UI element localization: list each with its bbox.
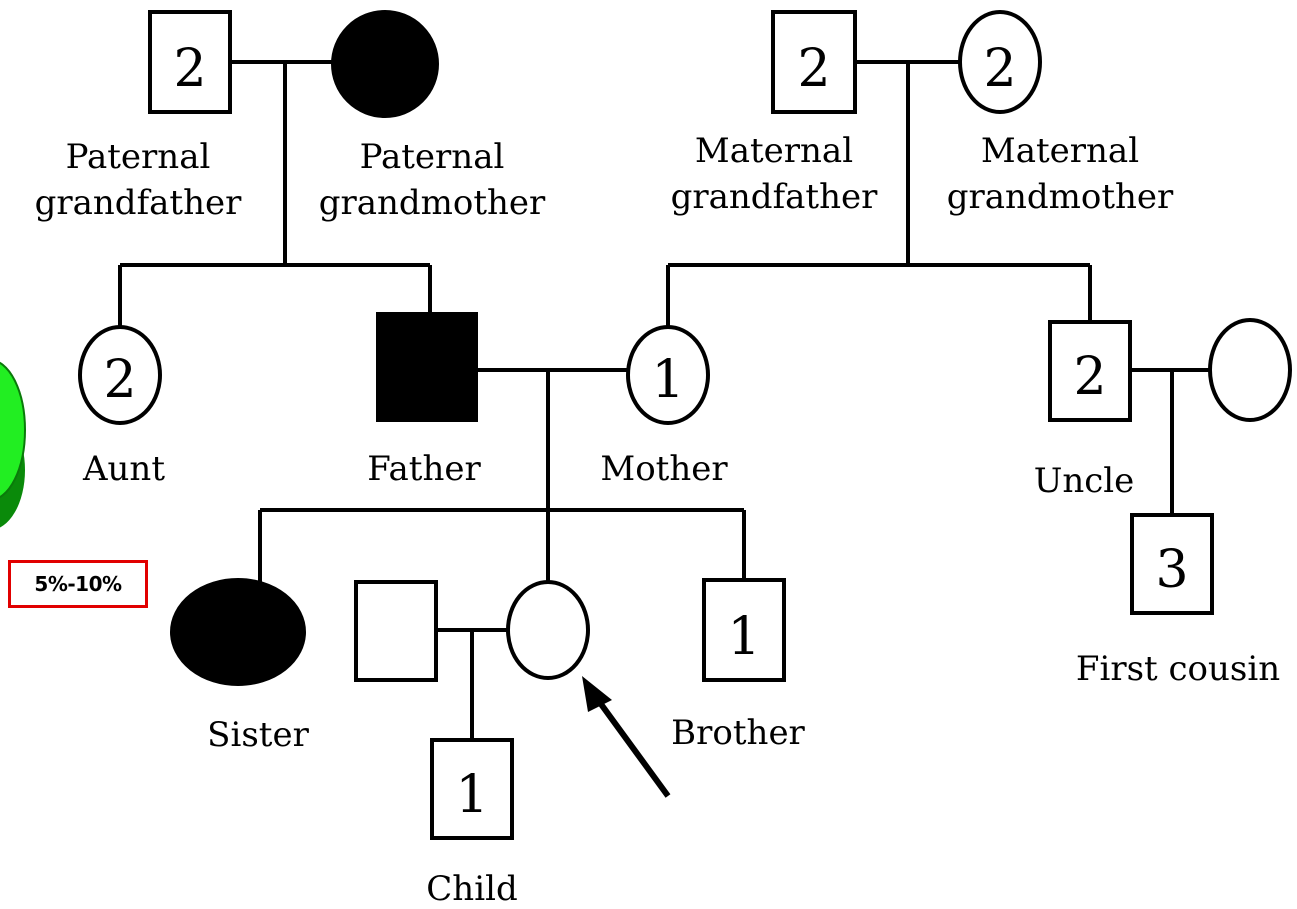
child-count: 1 <box>455 765 488 825</box>
green-cylinder-shape <box>0 361 26 528</box>
brother: 1 Brother <box>671 578 806 753</box>
aunt-label: Aunt <box>82 449 165 489</box>
paternal-grandmother-label-1: Paternal <box>360 137 505 177</box>
child-label: Child <box>426 869 517 909</box>
paternal-grandfather: 2 Paternal grandfather <box>35 10 242 223</box>
maternal-grandmother-label-1: Maternal <box>981 131 1139 171</box>
uncle: 2 Uncle <box>1034 320 1135 501</box>
brother-label: Brother <box>671 713 805 753</box>
proband <box>506 580 590 680</box>
father-label: Father <box>367 449 481 489</box>
paternal-grandfather-count: 2 <box>173 39 206 99</box>
brother-count: 1 <box>727 607 760 667</box>
maternal-grandmother-label-2: grandmother <box>947 177 1174 217</box>
first-cousin: 3 First cousin <box>1076 513 1280 689</box>
maternal-grandfather-label-1: Maternal <box>695 131 853 171</box>
proband-arrow-icon <box>582 676 671 798</box>
maternal-grandfather-count: 2 <box>797 39 830 99</box>
first-cousin-count: 3 <box>1155 540 1188 600</box>
aunt: 2 Aunt <box>78 325 165 489</box>
child: 1 Child <box>426 738 518 909</box>
maternal-grandfather: 2 Maternal grandfather <box>671 10 878 217</box>
paternal-grandfather-label-1: Paternal <box>66 137 211 177</box>
uncle-label: Uncle <box>1034 461 1135 501</box>
paternal-grandmother-label-2: grandmother <box>319 183 546 223</box>
uncle-spouse <box>1208 318 1292 422</box>
paternal-grandfather-label-2: grandfather <box>35 183 242 223</box>
sister-label: Sister <box>207 715 309 755</box>
first-cousin-label: First cousin <box>1076 649 1280 689</box>
maternal-grandmother: 2 Maternal grandmother <box>947 10 1174 217</box>
aunt-count: 2 <box>103 350 136 410</box>
percentage-badge: 5%-10% <box>8 560 148 608</box>
pedigree-lines <box>118 60 1212 740</box>
mother-count: 1 <box>651 350 684 410</box>
paternal-grandmother: Paternal grandmother <box>319 10 546 223</box>
sister: Sister <box>170 578 310 755</box>
mother: 1 Mother <box>600 325 728 489</box>
maternal-grandfather-label-2: grandfather <box>671 177 878 217</box>
proband-spouse <box>354 580 438 682</box>
maternal-grandmother-count: 2 <box>983 39 1016 99</box>
mother-label: Mother <box>600 449 728 489</box>
uncle-count: 2 <box>1073 347 1106 407</box>
father: Father <box>367 312 481 489</box>
